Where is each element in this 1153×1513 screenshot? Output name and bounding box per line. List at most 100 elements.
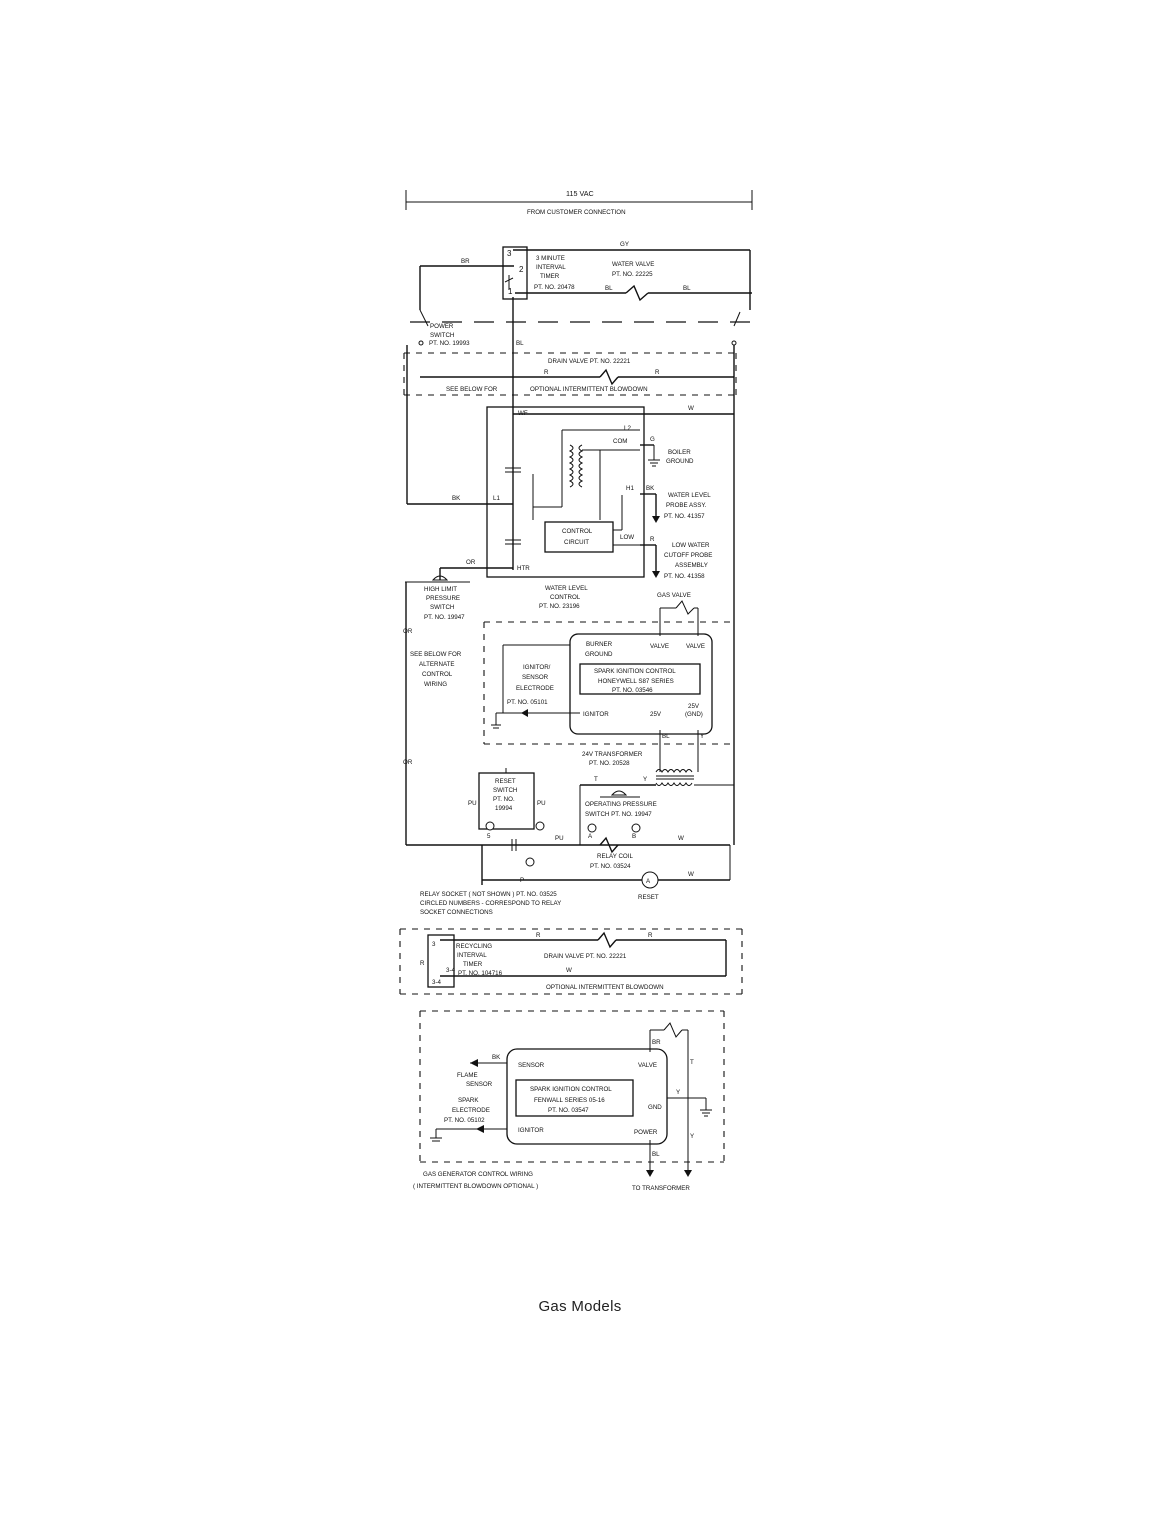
spark-electrode-part-number: PT. NO. 05102: [444, 1117, 485, 1124]
alt-wiring-label-4: WIRING: [424, 681, 447, 688]
low-probe-part-number: PT. NO. 41358: [664, 573, 705, 580]
power-switch-label-2: SWITCH: [430, 332, 454, 339]
wire-label-t-2: T: [690, 1059, 694, 1066]
wire-label-t-1: T: [594, 776, 598, 783]
relay-socket-note-3: SOCKET CONNECTIONS: [420, 909, 493, 916]
wire-label-bl-2: BL: [683, 285, 691, 292]
op-switch-part-number: SWITCH PT. NO. 19947: [585, 811, 652, 818]
wire-label-w-4: W: [566, 967, 572, 974]
water-level-control-label: WATER LEVEL: [545, 585, 588, 592]
wire-label-bl-4: BL: [662, 733, 670, 740]
fenwal-valve-terminal: VALVE: [638, 1062, 657, 1069]
rt-pin-34: 3-4: [432, 979, 442, 986]
wire-label-bl-3: BL: [516, 340, 524, 347]
alt-wiring-label-3: CONTROL: [422, 671, 453, 678]
terminal-l1: L1: [493, 495, 500, 502]
wire-label-r-4: R: [420, 960, 425, 967]
low-probe-label: LOW WATER: [672, 542, 710, 549]
fenwal-power-terminal: POWER: [634, 1129, 658, 1136]
rt-pin-2: 3-4: [446, 967, 456, 974]
relay-coil-label: RELAY COIL: [597, 853, 633, 860]
supply-source-label: FROM CUSTOMER CONNECTION: [527, 209, 626, 216]
honeywell-ignitor-terminal: IGNITOR: [583, 711, 609, 718]
gas-valve-label: GAS VALVE: [657, 592, 691, 599]
high-limit-label-3: SWITCH: [430, 604, 454, 611]
reset-switch-label-2: SWITCH: [493, 787, 517, 794]
power-switch: POWER SWITCH PT. NO. 19993: [410, 309, 750, 347]
low-probe-label-2: CUTOFF PROBE: [664, 552, 712, 559]
wire-label-r-6: R: [648, 932, 653, 939]
relay-socket-note-2: CIRCLED NUMBERS - CORRESPOND TO RELAY: [420, 900, 561, 907]
wire-label-w-2: W: [678, 835, 684, 842]
terminal-low: LOW: [620, 534, 634, 541]
fenwal-ignitor-terminal: IGNITOR: [518, 1127, 544, 1134]
fenwal-title: SPARK IGNITION CONTROL: [530, 1086, 612, 1093]
terminal-com: COM: [613, 438, 627, 445]
recycling-timer-part-number: PT. NO. 104716: [458, 970, 503, 977]
burner-ground-label: BURNER: [586, 641, 613, 648]
wire-label-pu-2: PU: [537, 800, 546, 807]
high-limit-label-2: PRESSURE: [426, 595, 460, 602]
interval-timer: 3 2 1 3 MINUTE INTERVAL TIMER PT. NO. 20…: [502, 246, 575, 300]
reset-switch: RESET SWITCH PT. NO. 19994 PU PU 5: [468, 768, 546, 840]
terminal-l2: L2: [624, 425, 631, 432]
power-switch-part-number: PT. NO. 19993: [429, 340, 470, 347]
recycling-timer-label-2: INTERVAL: [457, 952, 487, 959]
ignitor-sensor-label-2: SENSOR: [522, 674, 549, 681]
boiler-ground-label-2: GROUND: [666, 458, 694, 465]
wire-label-g: G: [650, 436, 655, 443]
timer-label-1: 3 MINUTE: [536, 255, 565, 262]
fenwal-section: SENSOR VALVE GND IGNITOR POWER SPARK IGN…: [413, 1010, 725, 1192]
honeywell-valve-1: VALVE: [650, 643, 669, 650]
water-level-probe: BK WATER LEVEL PROBE ASSY. PT. NO. 41357: [640, 485, 711, 523]
recycling-timer-section: 3 3-4 3-4 R RECYCLING INTERVAL TIMER PT.…: [399, 928, 743, 995]
honeywell-title: SPARK IGNITION CONTROL: [594, 668, 676, 675]
boiler-ground-label: BOILER: [668, 449, 691, 456]
wire-label-bl-5: BL: [652, 1151, 660, 1158]
wire-label-or-1: OR: [466, 559, 476, 566]
relay-socket-note: RELAY SOCKET ( NOT SHOWN ) PT. NO. 03525: [420, 891, 557, 898]
control-circuit-label: CONTROL: [562, 528, 593, 535]
reset-lamp-a: A: [646, 878, 651, 885]
honeywell-section: GAS VALVE BURNER GROUND VALVE VALVE SPAR…: [483, 592, 733, 772]
ignitor-sensor-part-number: PT. NO. 05101: [507, 699, 548, 706]
relay-coil-part-number: PT. NO. 03524: [590, 863, 631, 870]
supply-header: 115 VAC FROM CUSTOMER CONNECTION: [405, 189, 753, 216]
flame-sensor-label: FLAME: [457, 1072, 478, 1079]
gas-generator-label-2: ( INTERMITTENT BLOWDOWN OPTIONAL ): [413, 1183, 538, 1190]
boiler-ground: G BOILER GROUND: [640, 436, 694, 467]
wire-label-r-1: R: [544, 369, 549, 376]
wire-label-gy: GY: [620, 241, 629, 248]
transformer-label: 24V TRANSFORMER: [582, 751, 643, 758]
wire-label-r-2: R: [655, 369, 660, 376]
wire-label-pu-3: PU: [555, 835, 564, 842]
fenwal-part-number: PT. NO. 03547: [548, 1107, 589, 1114]
relay-coil: RELAY COIL PT. NO. 03524 A RESET RELAY S…: [420, 853, 659, 916]
wire-label-bk-3: BK: [492, 1054, 501, 1061]
optional-blowdown-label: OPTIONAL INTERMITTENT BLOWDOWN: [530, 386, 648, 393]
power-switch-label: POWER: [430, 323, 454, 330]
operating-pressure-switch: OPERATING PRESSURE SWITCH PT. NO. 19947 …: [579, 785, 657, 845]
wire-label-or-2: OR: [403, 628, 413, 635]
timer-label-3: TIMER: [540, 273, 560, 280]
recycling-timer-label: RECYCLING: [456, 943, 492, 950]
honeywell-25v-gnd: 25V: [688, 703, 700, 710]
fenwal-series: FENWALL SERIES 05-16: [534, 1097, 605, 1104]
timer-terminal-3: 3: [507, 249, 512, 258]
wire-label-r-3: R: [650, 536, 655, 543]
wire-label-y-4: Y: [676, 1089, 680, 1096]
see-below-label: SEE BELOW FOR: [446, 386, 498, 393]
honeywell-valve-2: VALVE: [686, 643, 705, 650]
honeywell-series: HONEYWELL S87 SERIES: [598, 678, 674, 685]
wire-label-y-2: Y: [643, 776, 647, 783]
honeywell-25v-terminal: 25V: [650, 711, 662, 718]
spark-electrode-label-2: ELECTRODE: [452, 1107, 490, 1114]
recycling-optional-label: OPTIONAL INTERMITTENT BLOWDOWN: [546, 984, 664, 991]
timer-label-2: INTERVAL: [536, 264, 566, 271]
wire-label-p: P: [520, 877, 524, 884]
water-valve-part-number: PT. NO. 22225: [612, 271, 653, 278]
water-level-control-part-number: PT. NO. 23196: [539, 603, 580, 610]
water-level-control-label-2: CONTROL: [550, 594, 581, 601]
